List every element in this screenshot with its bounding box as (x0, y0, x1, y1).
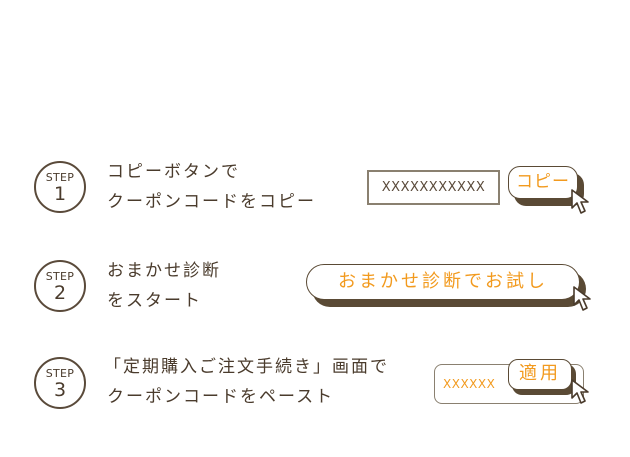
start-diagnosis-button-label[interactable]: おまかせ診断でお試し (306, 264, 580, 300)
step-1-description: コピーボタンで クーポンコードをコピー (107, 157, 316, 217)
step-3-line-2: クーポンコードをペースト (107, 387, 335, 407)
step-3-badge: STEP 3 (34, 357, 86, 409)
copy-button-label[interactable]: コピー (508, 166, 578, 199)
pointer-cursor-icon (571, 189, 589, 214)
apply-button[interactable]: 適用 (508, 359, 576, 395)
step-2-badge: STEP 2 (34, 260, 86, 312)
step-2-line-2: をスタート (107, 291, 202, 311)
step-2-description: おまかせ診断 をスタート (107, 256, 221, 316)
step-2-line-1: おまかせ診断 (107, 261, 221, 281)
pointer-cursor-icon (573, 286, 591, 311)
step-number: 3 (53, 379, 67, 401)
step-number: 1 (53, 183, 67, 205)
apply-button-label[interactable]: 適用 (508, 359, 572, 390)
step-3-description: 「定期購入ご注文手続き」画面で クーポンコードをペースト (104, 352, 389, 412)
coupon-code-field[interactable]: XXXXXXXXXXX (367, 170, 500, 205)
step-number: 2 (53, 282, 67, 304)
start-diagnosis-button[interactable]: おまかせ診断でお試し (306, 264, 586, 307)
coupon-input-value: XXXXXX (443, 377, 496, 391)
pointer-cursor-icon (571, 379, 589, 404)
step-1-line-2: クーポンコードをコピー (107, 192, 316, 212)
step-label: STEP (45, 171, 75, 184)
step-label: STEP (45, 270, 75, 283)
step-1-badge: STEP 1 (34, 161, 86, 213)
step-1-line-1: コピーボタンで (107, 162, 240, 182)
step-label: STEP (45, 367, 75, 380)
copy-button[interactable]: コピー (508, 166, 584, 206)
step-3-line-1: 「定期購入ご注文手続き」画面で (104, 357, 389, 377)
